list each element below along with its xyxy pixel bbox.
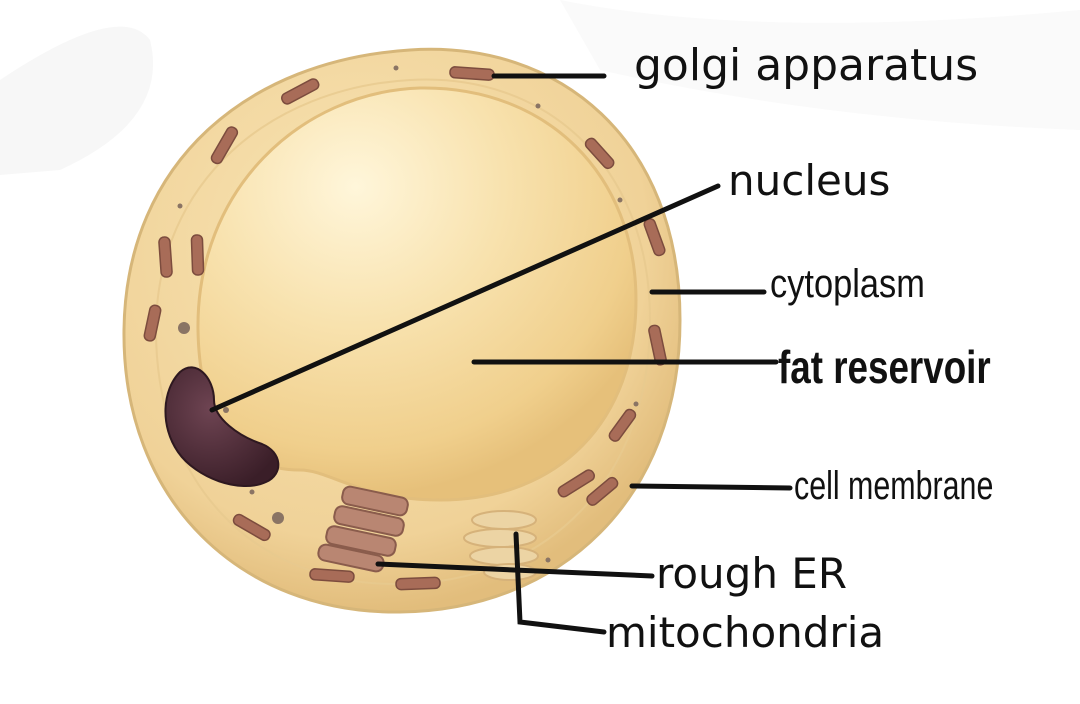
label-fat-reservoir: fat reservoir <box>778 341 991 393</box>
label-nucleus: nucleus <box>728 156 891 205</box>
leader-lines <box>209 73 793 635</box>
label-golgi-apparatus: golgi apparatus <box>634 40 979 91</box>
organelle-cluster <box>143 66 667 591</box>
vesicles <box>177 65 639 563</box>
leader-mitochondria <box>513 531 607 635</box>
label-rough-er: rough ER <box>656 549 848 598</box>
label-cytoplasm: cytoplasm <box>770 262 925 306</box>
background-shape <box>560 0 1080 130</box>
leader-nucleus <box>209 183 721 413</box>
label-cell-membrane: cell membrane <box>794 464 994 508</box>
leader-membrane <box>629 483 793 491</box>
label-mitochondria: mitochondria <box>606 608 885 657</box>
leader-rough-er <box>375 561 655 579</box>
background-shape <box>0 26 154 176</box>
rough-er <box>317 485 409 573</box>
nucleus <box>164 366 280 487</box>
